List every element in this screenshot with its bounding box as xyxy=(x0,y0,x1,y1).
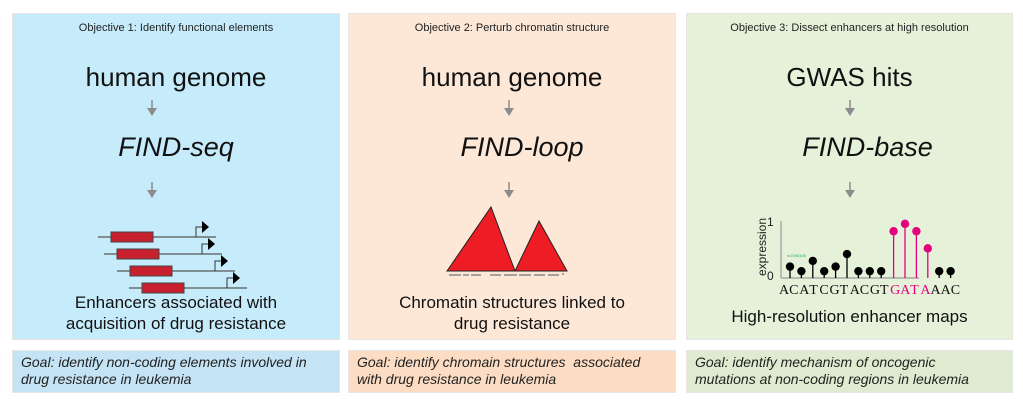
enhancer-constructs-graphic xyxy=(98,221,247,294)
goal-line-1: Goal: identify non-coding elements invol… xyxy=(21,354,307,370)
lollipop-point xyxy=(854,266,863,278)
caption-line-2: acquisition of drug resistance xyxy=(65,314,287,333)
sequence-base: A xyxy=(850,283,861,298)
tss-arrow-icon xyxy=(202,221,209,233)
lollipop-point xyxy=(935,266,944,278)
lollipop-point xyxy=(797,266,806,278)
sequence-base: T xyxy=(880,283,889,298)
sequence-base: A xyxy=(920,283,931,298)
lollipop-point xyxy=(808,256,817,278)
sequence-base: C xyxy=(789,283,798,298)
sequence-base: G xyxy=(870,283,880,298)
sequence-base: A xyxy=(931,283,942,298)
caption-line-1: Enhancers associated with xyxy=(74,293,278,312)
sequence-base: C xyxy=(951,283,960,298)
lollipop-point xyxy=(831,262,840,278)
objective-1-title: Objective 1: Identify functional element… xyxy=(78,22,274,34)
input-label: human genome xyxy=(85,62,267,92)
caption-line-1: Chromatin structures linked to xyxy=(399,293,625,312)
sequence-base: A xyxy=(779,283,790,298)
input-label: GWAS hits xyxy=(786,62,913,92)
method-name: FIND-base xyxy=(802,132,933,162)
enhancer-box xyxy=(110,231,154,243)
method-name: FIND-loop xyxy=(460,132,584,162)
down-arrow-icon xyxy=(504,100,514,116)
tad-triangle-small xyxy=(514,219,568,272)
lollipop-point xyxy=(946,266,955,278)
objective-2-panel: Objective 2: Perturb chromatin structure… xyxy=(348,13,676,340)
sequence-base: C xyxy=(860,283,869,298)
lollipop-point xyxy=(877,266,886,278)
sequence-base: A xyxy=(941,283,952,298)
y-tick-0: 0 xyxy=(767,269,774,283)
sequence-base: G xyxy=(830,283,840,298)
down-arrow-icon xyxy=(845,182,855,198)
caption-line-2: drug resistance xyxy=(453,314,571,333)
down-arrow-icon xyxy=(845,100,855,116)
enhancer-construct xyxy=(98,221,216,243)
goal-line-2: mutations at non-coding regions in leuke… xyxy=(695,371,969,387)
promoter-icon xyxy=(214,260,222,271)
objective-2-title: Objective 2: Perturb chromatin structure xyxy=(414,22,610,34)
objective-1-panel: Objective 1: Identify functional element… xyxy=(12,13,340,340)
sequence-base: A xyxy=(799,283,810,298)
lollipop-point xyxy=(900,219,910,278)
enhancer-box xyxy=(141,282,185,294)
sequence-base: T xyxy=(809,283,818,298)
lollipop-point xyxy=(889,227,898,278)
lollipop-point xyxy=(842,249,852,278)
chromatin-domains-graphic xyxy=(446,205,568,276)
down-arrow-icon xyxy=(504,182,514,198)
sequence-base: G xyxy=(890,283,900,298)
sequence-base: T xyxy=(910,283,919,298)
tss-arrow-icon xyxy=(233,272,240,284)
tss-arrow-icon xyxy=(208,238,215,250)
enhancer-construct xyxy=(117,255,235,277)
promoter-icon xyxy=(226,277,234,288)
method-name: FIND-seq xyxy=(118,132,234,162)
objective-3-title: Objective 3: Dissect enhancers at high r… xyxy=(730,22,969,34)
goal-box-3: Goal: identify mechanism of oncogenic mu… xyxy=(686,350,1013,393)
goal-line-2: with drug resistance in leukemia xyxy=(357,371,557,387)
sequence-base: C xyxy=(819,283,828,298)
goal-box-1: Goal: identify non-coding elements invol… xyxy=(12,350,340,393)
lollipop-point xyxy=(923,244,932,278)
lollipop-point xyxy=(820,266,829,278)
tss-arrow-icon xyxy=(221,255,228,267)
lollipop-point xyxy=(912,227,921,278)
snp-label: rs7090445 xyxy=(787,253,807,258)
goal-box-2: Goal: identify chromain structures assoc… xyxy=(348,350,676,393)
input-label: human genome xyxy=(421,62,603,92)
enhancer-construct xyxy=(104,238,222,260)
tad-triangle-large xyxy=(446,205,516,272)
caption-line-1: High-resolution enhancer maps xyxy=(731,307,968,326)
goal-line-1: Goal: identify mechanism of oncogenic xyxy=(695,354,936,370)
y-axis-label: expression xyxy=(755,218,769,276)
enhancer-box xyxy=(116,248,160,260)
promoter-icon xyxy=(195,226,203,237)
lollipop-point xyxy=(785,262,795,278)
enhancer-box xyxy=(129,265,173,277)
promoter-icon xyxy=(201,243,209,254)
objective-3-panel: Objective 3: Dissect enhancers at high r… xyxy=(686,13,1013,340)
y-tick-1: 1 xyxy=(767,215,774,229)
lollipop-point xyxy=(865,266,874,278)
down-arrow-icon xyxy=(147,182,157,198)
sequence-base: T xyxy=(840,283,849,298)
goal-line-1: Goal: identify chromain structures assoc… xyxy=(357,354,641,370)
enhancer-construct xyxy=(129,272,247,294)
genome-track-dashes xyxy=(449,273,564,276)
goal-line-2: drug resistance in leukemia xyxy=(21,371,192,387)
down-arrow-icon xyxy=(147,100,157,116)
sequence-base: A xyxy=(900,283,911,298)
